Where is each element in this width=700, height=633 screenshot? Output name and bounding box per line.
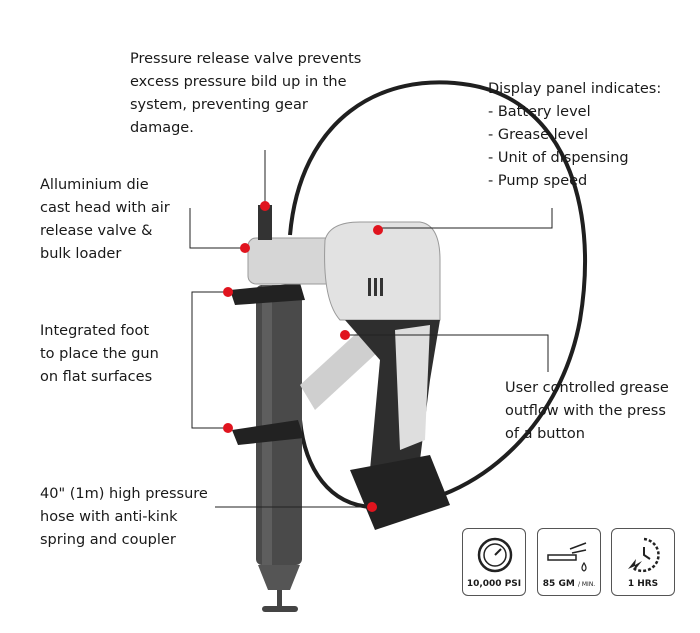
motor-housing: [324, 221, 441, 321]
badge-charge-time: 1 HRS: [611, 528, 675, 596]
callout-die-cast-head: Alluminium die cast head with air releas…: [40, 177, 170, 262]
callout-hose: 40" (1m) high pressure hose with anti-ki…: [40, 486, 208, 548]
foot-top: [230, 283, 305, 305]
die-cast-head: [247, 237, 335, 285]
badge-pressure: 10,000 PSI: [462, 528, 526, 596]
pressure-gauge-icon: [477, 537, 513, 573]
callout-integrated-foot: Integrated foot to place the gun on flat…: [40, 323, 159, 385]
badge-flow: 85 GM / MIN.: [537, 528, 601, 596]
badge-label: 85 GM: [542, 579, 575, 589]
marker-dots: [223, 201, 383, 512]
battery: [350, 455, 450, 530]
callout-pressure-valve: Pressure release valve prevents excess p…: [130, 51, 362, 136]
callout-grease-outflow: User controlled grease outflow with the …: [505, 380, 669, 442]
badge-unit: / MIN.: [577, 581, 596, 588]
badge-label: 10,000 PSI: [466, 579, 522, 589]
foot-bottom: [232, 420, 304, 445]
callout-display-panel: Display panel indicates: - Battery level…: [488, 81, 662, 189]
badge-label: 1 HRS: [627, 579, 659, 589]
clock-charge-icon: [628, 537, 660, 573]
grease-gun-drop-icon: [547, 542, 587, 572]
